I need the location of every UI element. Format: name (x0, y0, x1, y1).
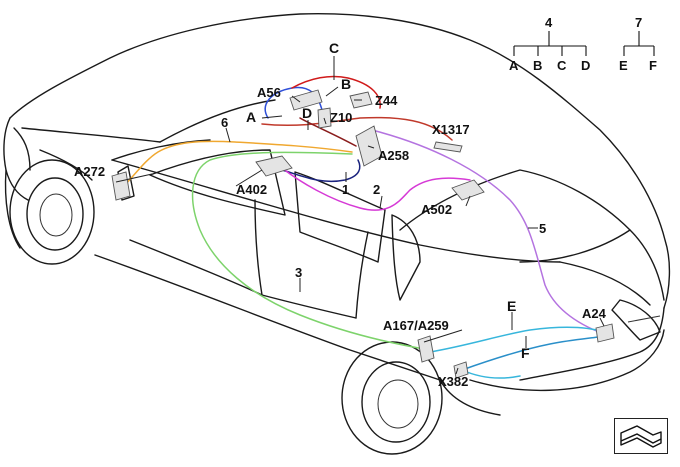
legend-4-root: 4 (545, 15, 553, 30)
label-3: 3 (295, 265, 302, 280)
module-a272 (111, 171, 131, 201)
label-x382: X382 (438, 374, 468, 389)
legend-4-child-b: B (533, 58, 542, 73)
label-2: 2 (373, 182, 380, 197)
label-6: 6 (221, 115, 228, 130)
label-x1317: X1317 (432, 122, 470, 137)
label-z10: Z10 (330, 110, 352, 125)
wire-b (291, 75, 381, 109)
label-b: B (341, 76, 351, 92)
wire-e-branch (461, 369, 521, 379)
front-wheel (9, 159, 95, 265)
label-1: 1 (342, 182, 349, 197)
legend-4-child-c: C (557, 58, 567, 73)
label-a502: A502 (421, 202, 452, 217)
label-e: E (507, 298, 516, 314)
legend-4-child-a: A (509, 58, 519, 73)
car-body-outline (3, 13, 671, 416)
wire-1 (281, 159, 361, 183)
wire-f (461, 335, 605, 371)
module-a24 (595, 323, 615, 343)
wire-5 (371, 129, 605, 335)
label-a272: A272 (74, 164, 105, 179)
cable-route-icon (614, 418, 668, 454)
module-a502 (451, 179, 485, 201)
label-f: F (521, 345, 530, 361)
wire-2 (281, 167, 471, 211)
wire-e (429, 326, 605, 353)
module-a56 (289, 89, 323, 111)
wire-6 (121, 140, 353, 189)
legend-7-child-f: F (649, 58, 657, 73)
label-c: C (329, 40, 339, 56)
label-a: A (246, 109, 256, 125)
module-x382 (453, 361, 469, 379)
legend-4-child-d: D (581, 58, 590, 73)
wire-3 (191, 151, 431, 351)
wire-c (261, 116, 453, 141)
label-a167-a259: A167/A259 (383, 318, 449, 333)
leader-lines (115, 56, 605, 375)
label-d: D (302, 105, 312, 121)
label-a402: A402 (236, 182, 267, 197)
legend-7-root: 7 (635, 15, 642, 30)
label-a24: A24 (582, 306, 607, 321)
module-x1317 (433, 141, 463, 153)
label-z44: Z44 (375, 93, 398, 108)
module-a167 (417, 335, 435, 363)
wire-harnesses (121, 75, 605, 379)
callout-labels: C B A56 Z44 A D Z10 6 X1317 A258 A272 A4… (74, 40, 607, 389)
legend-tree-4: 4 A B C D (509, 15, 590, 73)
label-5: 5 (539, 221, 546, 236)
label-a56: A56 (257, 85, 281, 100)
module-a402 (255, 155, 293, 177)
legend-7-child-e: E (619, 58, 628, 73)
label-a258: A258 (378, 148, 409, 163)
legend-tree-7: 7 E F (619, 15, 657, 73)
wire-d (299, 117, 357, 147)
